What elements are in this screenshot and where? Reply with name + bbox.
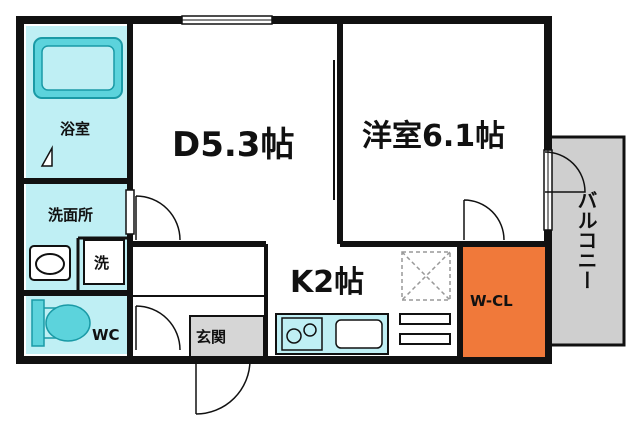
toilet-icon <box>31 299 91 347</box>
sink-bowl <box>35 253 65 275</box>
door-swing-icon <box>135 305 181 351</box>
dining-label: D5.3帖 <box>172 125 294 165</box>
door-swing-icon <box>463 199 505 241</box>
western-label: 洋室6.1帖 <box>362 119 505 154</box>
stove-icon <box>281 317 323 351</box>
kitchen-sink-icon <box>335 319 383 349</box>
shelf <box>399 313 451 325</box>
window-icon <box>125 189 135 235</box>
washer-space <box>83 239 125 285</box>
entrance-floor <box>189 315 265 358</box>
door-swing-icon <box>135 195 181 241</box>
balcony-label: バルコニー <box>574 190 598 290</box>
entrance-door-swing-icon <box>195 359 251 415</box>
kitchen-label: K2帖 <box>290 265 364 300</box>
bath-label: 浴室 <box>60 120 90 138</box>
shelf <box>399 333 451 345</box>
closet-area <box>460 247 545 357</box>
drain-icon <box>40 145 53 167</box>
washroom-label: 洗面所 <box>48 206 93 224</box>
toilet-label: WC <box>92 326 120 344</box>
bathtub-inner <box>41 45 115 91</box>
washer-label: 洗 <box>94 254 109 272</box>
closet-label: W-CL <box>470 292 513 310</box>
door-swing-icon <box>544 151 586 193</box>
entrance-label: 玄関 <box>196 328 226 346</box>
